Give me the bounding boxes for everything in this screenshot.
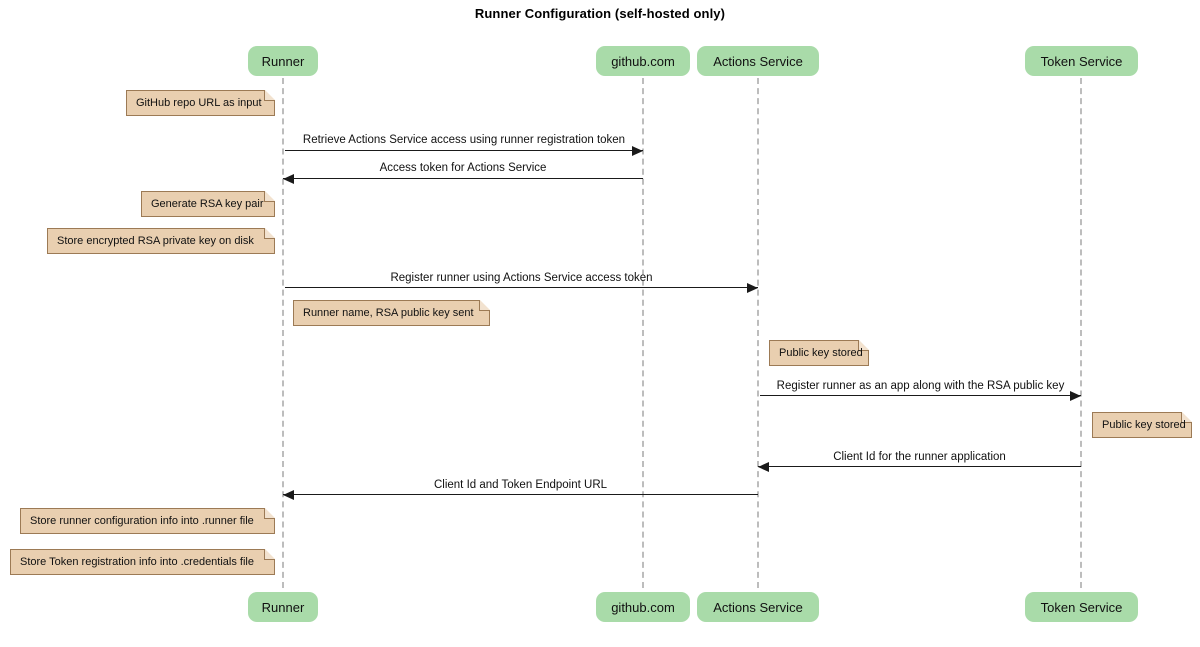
message-line-m5 [758, 466, 1081, 467]
note-text: Generate RSA key pair [151, 197, 264, 210]
participant-actions-top[interactable]: Actions Service [697, 46, 819, 76]
participant-label: Runner [261, 53, 305, 69]
note-text: Store runner configuration info into .ru… [30, 514, 254, 527]
lifeline-runner [282, 78, 284, 588]
note-n3: Store encrypted RSA private key on disk [47, 227, 275, 254]
message-line-m6 [283, 494, 758, 495]
message-label-m3: Register runner using Actions Service ac… [390, 272, 653, 284]
note-n8: Store Token registration info into .cred… [10, 548, 275, 575]
participant-token-top[interactable]: Token Service [1025, 46, 1138, 76]
message-line-m2 [283, 178, 643, 179]
note-n2: Generate RSA key pair [141, 190, 275, 217]
participant-runner-bottom[interactable]: Runner [248, 592, 318, 622]
note-fold-corner-icon [858, 339, 869, 351]
note-fold-corner-icon [264, 548, 275, 560]
message-label-m1: Retrieve Actions Service access using ru… [302, 134, 626, 146]
note-text: Public key stored [1102, 418, 1186, 431]
message-line-m3 [285, 287, 758, 288]
arrow-head-right-m3 [747, 283, 758, 293]
message-label-m2: Access token for Actions Service [379, 162, 547, 174]
note-text: GitHub repo URL as input [136, 96, 262, 109]
note-text: Public key stored [779, 346, 863, 359]
note-n7: Store runner configuration info into .ru… [20, 507, 275, 534]
note-n4: Runner name, RSA public key sent [293, 299, 490, 326]
participant-token-bottom[interactable]: Token Service [1025, 592, 1138, 622]
note-n1: GitHub repo URL as input [126, 89, 275, 116]
participant-github-top[interactable]: github.com [596, 46, 690, 76]
arrow-head-left-m6 [283, 490, 294, 500]
lifeline-github [642, 78, 644, 588]
note-fold-corner-icon [479, 299, 490, 311]
message-label-m5: Client Id for the runner application [833, 451, 1006, 463]
message-label-m6: Client Id and Token Endpoint URL [433, 479, 608, 491]
page-title: Runner Configuration (self-hosted only) [474, 6, 726, 21]
participant-label: Actions Service [713, 599, 803, 615]
participant-label: github.com [611, 53, 675, 69]
lifeline-actions [757, 78, 759, 588]
participant-label: Token Service [1040, 599, 1123, 615]
note-fold-corner-icon [264, 227, 275, 239]
message-line-m4 [760, 395, 1081, 396]
note-n5: Public key stored [769, 339, 869, 366]
note-fold-corner-icon [264, 507, 275, 519]
participant-runner-top[interactable]: Runner [248, 46, 318, 76]
lifeline-token [1080, 78, 1082, 588]
message-label-m4: Register runner as an app along with the… [776, 380, 1065, 392]
note-n6: Public key stored [1092, 411, 1192, 438]
participant-github-bottom[interactable]: github.com [596, 592, 690, 622]
arrow-head-right-m4 [1070, 391, 1081, 401]
arrow-head-left-m5 [758, 462, 769, 472]
arrow-head-left-m2 [283, 174, 294, 184]
participant-label: Actions Service [713, 53, 803, 69]
participant-label: Runner [261, 599, 305, 615]
note-fold-corner-icon [1181, 411, 1192, 423]
note-text: Runner name, RSA public key sent [303, 306, 474, 319]
message-line-m1 [285, 150, 643, 151]
note-text: Store Token registration info into .cred… [20, 555, 254, 568]
participant-label: Token Service [1040, 53, 1123, 69]
arrow-head-right-m1 [632, 146, 643, 156]
participant-label: github.com [611, 599, 675, 615]
note-text: Store encrypted RSA private key on disk [57, 234, 254, 247]
note-fold-corner-icon [264, 190, 275, 202]
participant-actions-bottom[interactable]: Actions Service [697, 592, 819, 622]
note-fold-corner-icon [264, 89, 275, 101]
